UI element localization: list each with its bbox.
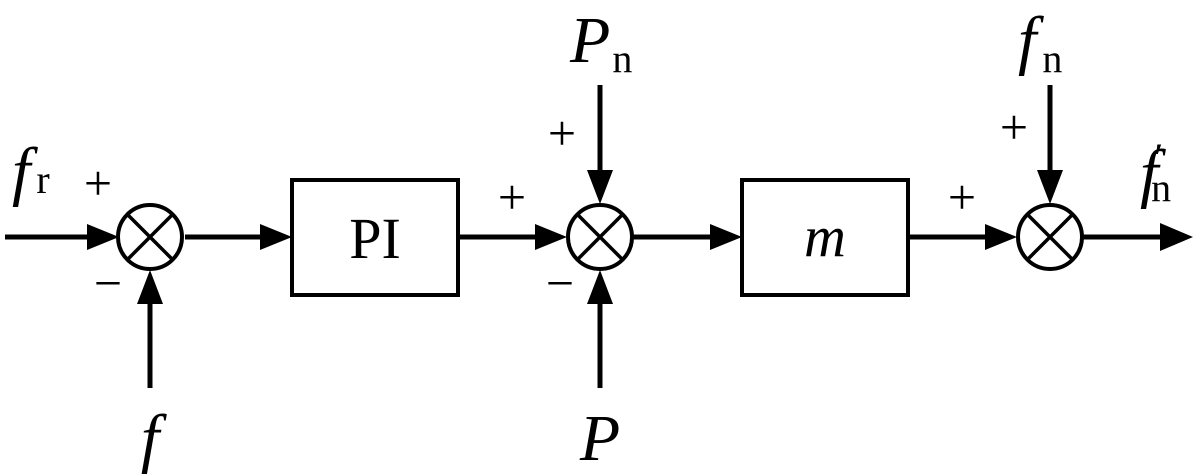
sign-sj2-left: +	[498, 169, 526, 225]
gain-block-label: m	[804, 204, 846, 269]
sign-sj2-bottom: −	[546, 255, 574, 311]
summing-junction-3	[1016, 203, 1084, 271]
sign-sj3-top: +	[1000, 99, 1028, 155]
arrowhead-into-m	[710, 224, 742, 250]
signal-label-f: f	[141, 402, 167, 474]
sign-sj2-top: +	[548, 105, 576, 161]
arrowhead-p-into-sj2	[587, 270, 613, 304]
arrowhead-into-sj2	[535, 224, 567, 250]
arrowhead-into-pi	[260, 224, 292, 250]
signal-label-fn-prime: f′n	[1140, 135, 1171, 210]
arrowhead-f-into-sj1	[137, 270, 163, 304]
signal-label-pn: Pn	[569, 4, 632, 81]
summing-junction-2	[566, 203, 634, 271]
arrowhead-into-sj3	[985, 224, 1017, 250]
sign-sj1-bottom: −	[94, 255, 122, 311]
sign-sj3-left: +	[948, 169, 976, 225]
summing-junction-1	[116, 203, 184, 271]
arrowhead-pn-into-sj2	[587, 170, 613, 204]
pi-controller-block: PI	[290, 178, 460, 297]
pi-block-label: PI	[349, 206, 401, 271]
arrowhead-output	[1160, 223, 1193, 251]
gain-m-block: m	[740, 178, 910, 297]
arrowhead-into-sj1	[87, 224, 119, 250]
sign-sj1-top: +	[84, 155, 112, 211]
arrowhead-fn-into-sj3	[1037, 170, 1063, 204]
signal-label-p: P	[579, 402, 620, 474]
